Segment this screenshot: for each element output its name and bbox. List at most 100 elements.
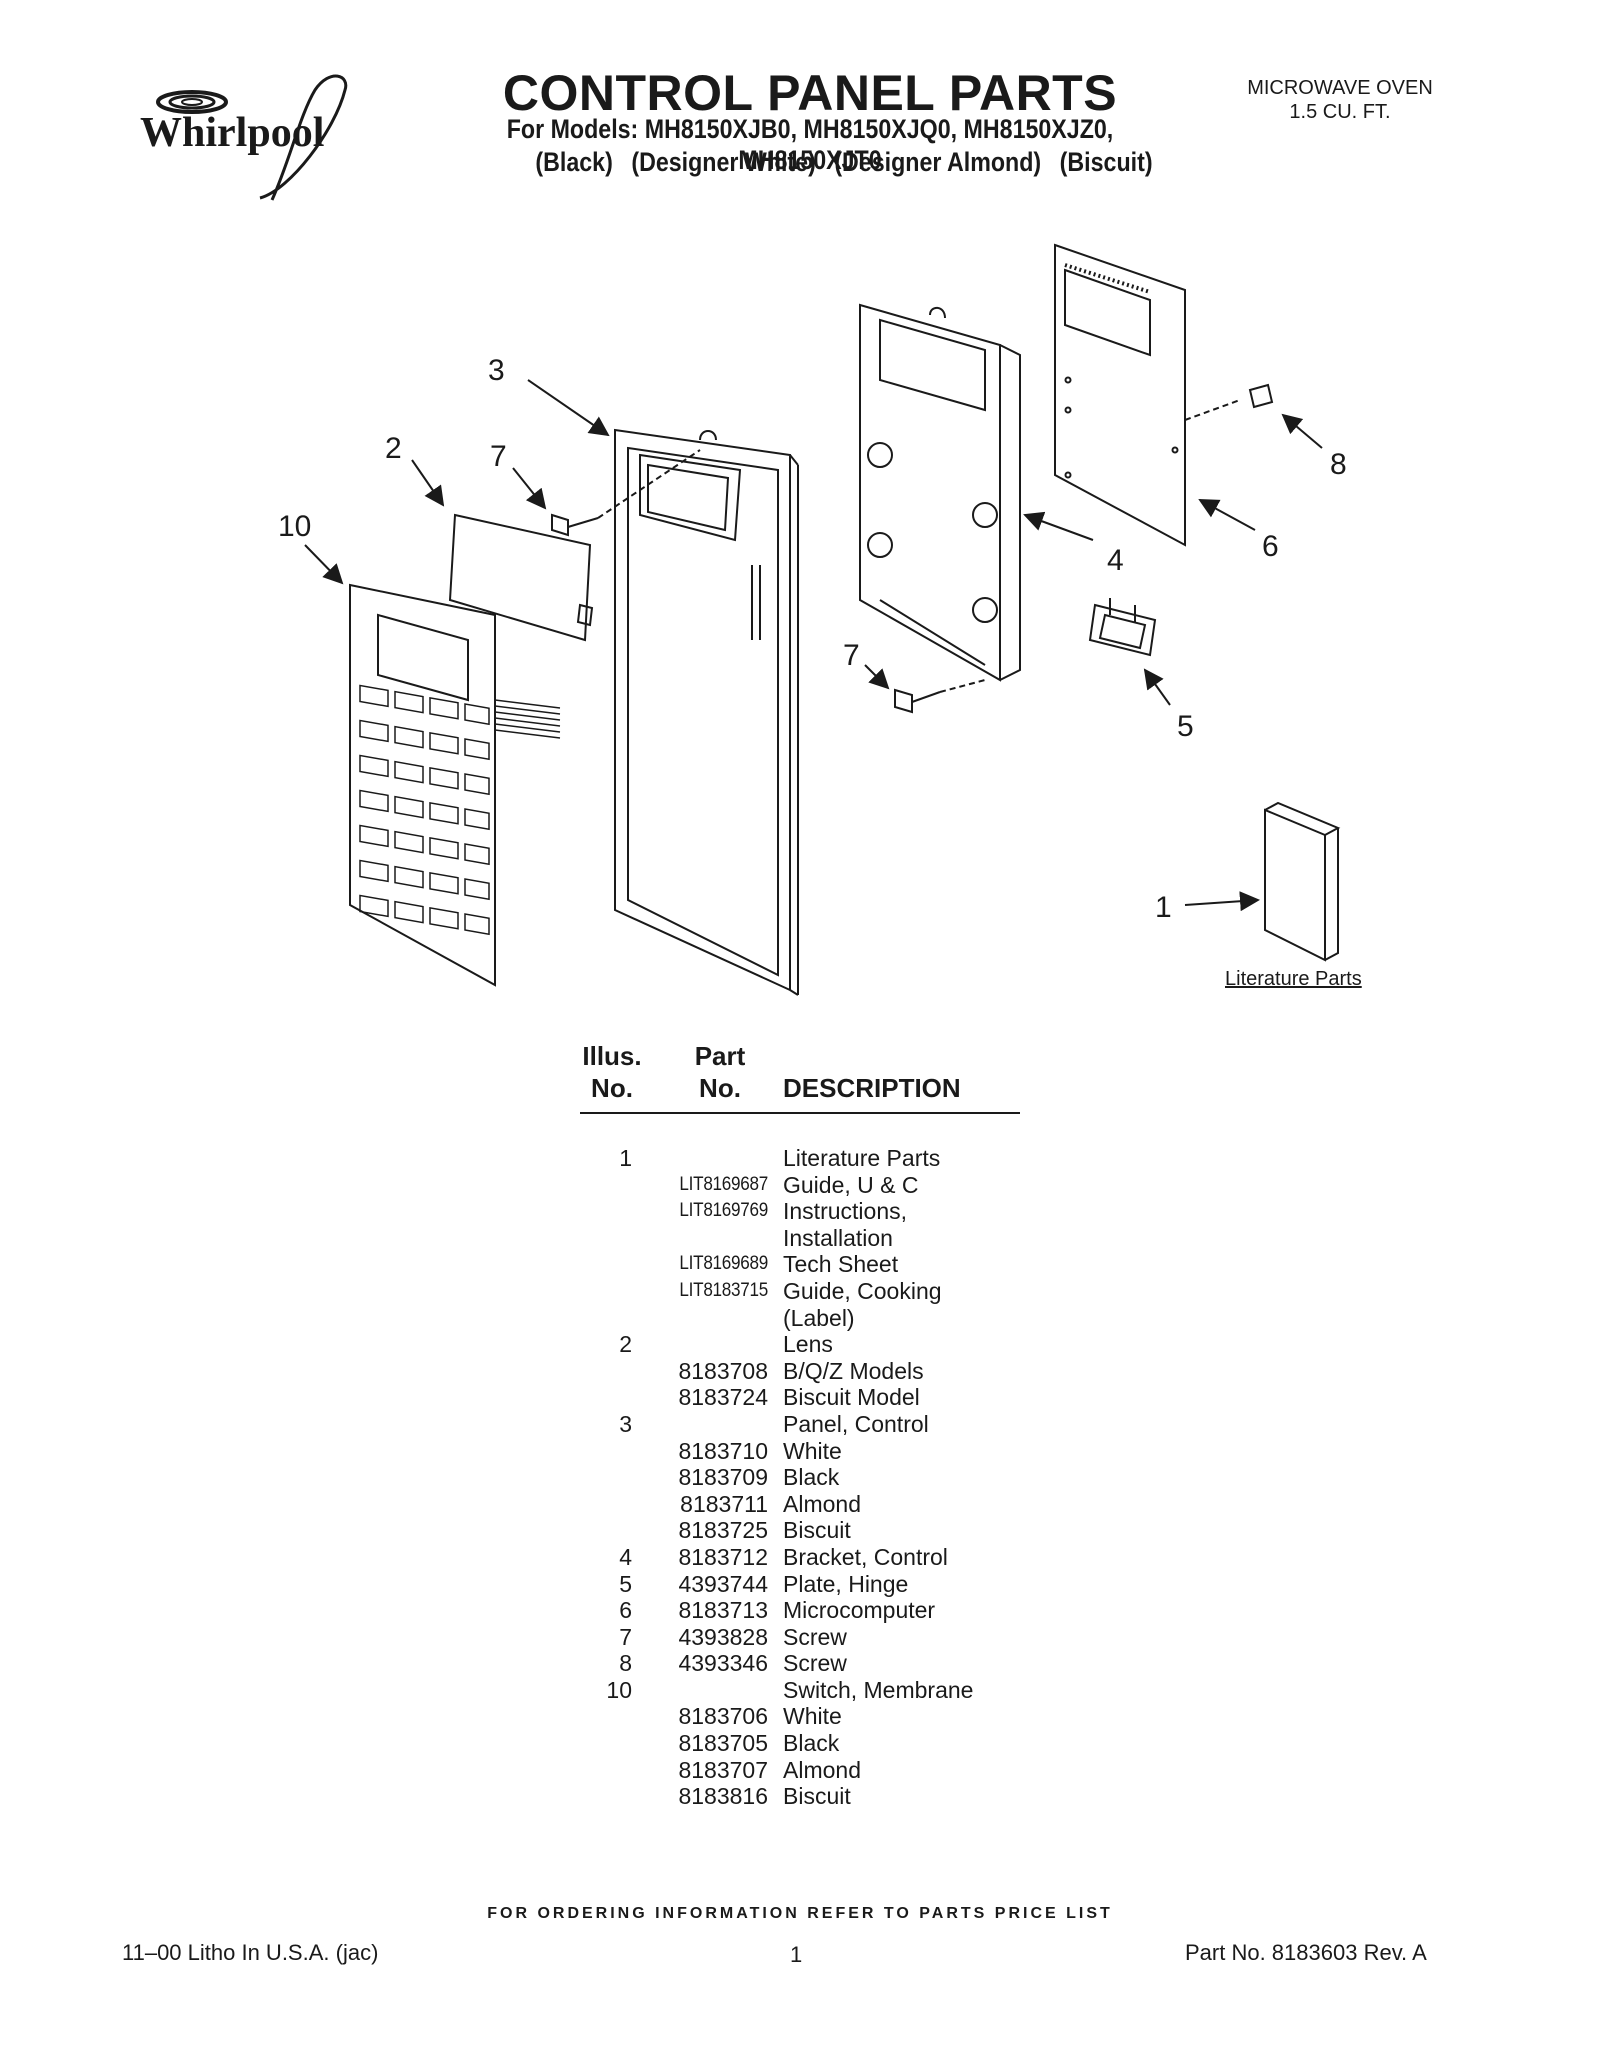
part-no-cell: LIT8183715 xyxy=(679,1279,768,1301)
description-cell: Guide, Cooking xyxy=(783,1277,942,1304)
illus-no-cell: 7 xyxy=(619,1623,632,1650)
table-row: Installation xyxy=(580,1225,1020,1252)
screw-lower-part xyxy=(894,679,986,714)
part-no-cell: 8183712 xyxy=(678,1543,768,1570)
part-no-cell: 8183725 xyxy=(678,1517,768,1544)
description-cell: Biscuit xyxy=(783,1517,851,1544)
callout-3: 3 xyxy=(488,354,505,387)
table-row: 8183816 Biscuit xyxy=(580,1783,1020,1810)
callout-10: 10 xyxy=(278,510,311,543)
product-type: MICROWAVE OVEN 1.5 CU. FT. xyxy=(1230,76,1450,124)
models-line: For Models: MH8150XJB0, MH8150XJQ0, MH81… xyxy=(506,114,1114,175)
table-row: 10 Switch, Membrane xyxy=(580,1677,1020,1704)
table-row: LIT8183715 Guide, Cooking xyxy=(580,1278,1020,1305)
description-cell: Biscuit Model xyxy=(783,1384,920,1411)
part-no-cell: 8183711 xyxy=(680,1490,768,1517)
callout-2: 2 xyxy=(385,432,402,465)
description-cell: Black xyxy=(783,1464,840,1491)
hinge-plate-part xyxy=(1088,598,1157,657)
description-cell: Bracket, Control xyxy=(783,1543,948,1570)
part-no-cell: 8183709 xyxy=(678,1464,768,1491)
part-no-cell: 8183705 xyxy=(678,1730,768,1757)
description-cell: Panel, Control xyxy=(783,1410,929,1437)
page-title: CONTROL PANEL PARTS xyxy=(502,65,1118,121)
table-row: 3 Panel, Control xyxy=(580,1411,1020,1438)
part-no-cell: LIT8169687 xyxy=(679,1173,768,1195)
table-row: 4 8183712 Bracket, Control xyxy=(580,1544,1020,1571)
part-no-cell: 8183724 xyxy=(678,1384,768,1411)
part-header-line2: No. xyxy=(699,1073,741,1103)
whirlpool-logo: Whirlpool xyxy=(140,74,348,201)
callout-4: 4 xyxy=(1107,544,1124,577)
description-cell: Installation xyxy=(783,1224,893,1251)
variant-biscuit: (Biscuit) xyxy=(1059,147,1153,177)
header-divider xyxy=(580,1112,1020,1114)
part-no-cell: 4393346 xyxy=(678,1650,768,1677)
table-row: LIT8169689 Tech Sheet xyxy=(580,1251,1020,1278)
part-no-cell: 8183707 xyxy=(678,1756,768,1783)
description-cell: B/Q/Z Models xyxy=(783,1357,924,1384)
part-header: Part No. xyxy=(680,1040,760,1104)
illus-no-cell: 1 xyxy=(619,1145,632,1171)
description-cell: Microcomputer xyxy=(783,1597,936,1624)
illus-no-cell: 10 xyxy=(606,1676,632,1703)
callout-6: 6 xyxy=(1262,530,1279,563)
callout-7-lower: 7 xyxy=(843,639,860,672)
product-capacity: 1.5 CU. FT. xyxy=(1289,101,1391,123)
description-cell: Plate, Hinge xyxy=(783,1570,909,1597)
table-row: LIT8169687 Guide, U & C xyxy=(580,1172,1020,1199)
control-bracket-part xyxy=(859,303,1021,682)
part-no-cell: 8183816 xyxy=(678,1783,768,1810)
lens-part xyxy=(448,513,594,642)
illus-no-cell: 3 xyxy=(619,1410,632,1437)
description-header: DESCRIPTION xyxy=(783,1073,961,1103)
ordering-note: FOR ORDERING INFORMATION REFER TO PARTS … xyxy=(487,1905,1113,1922)
description-cell: Guide, U & C xyxy=(783,1171,919,1198)
variant-white: (Designer White) xyxy=(631,147,816,177)
callout-1: 1 xyxy=(1155,891,1172,924)
description-cell: Switch, Membrane xyxy=(783,1676,974,1703)
illus-no-cell: 4 xyxy=(619,1543,632,1570)
callout-8: 8 xyxy=(1330,448,1347,481)
table-row: (Label) xyxy=(580,1305,1020,1332)
description-cell: (Label) xyxy=(783,1304,855,1331)
description-cell: Tech Sheet xyxy=(783,1251,899,1278)
description-cell: Screw xyxy=(783,1623,847,1650)
model-variants: (Black) (Designer White) (Designer Almon… xyxy=(497,147,1202,178)
svg-text:Whirlpool: Whirlpool xyxy=(140,110,324,156)
product-name: MICROWAVE OVEN xyxy=(1247,77,1433,99)
variant-almond: (Designer Almond) xyxy=(834,147,1042,177)
illus-no-cell: 8 xyxy=(619,1650,632,1677)
description-cell: Biscuit xyxy=(783,1783,851,1810)
literature-parts-caption: Literature Parts xyxy=(1225,968,1362,990)
illus-header-line1: Illus. xyxy=(582,1041,642,1071)
callout-5: 5 xyxy=(1177,710,1194,743)
screw-board-part xyxy=(1248,383,1274,409)
part-no-cell: LIT8169689 xyxy=(679,1253,768,1275)
illus-header-line2: No. xyxy=(591,1073,633,1103)
illus-no-cell: 6 xyxy=(619,1597,632,1624)
table-row: 8183706 White xyxy=(580,1703,1020,1730)
illus-no-cell: 2 xyxy=(619,1331,632,1358)
part-no-cell: LIT8169769 xyxy=(679,1200,768,1222)
microcomputer-part xyxy=(1054,243,1241,547)
table-row: 8183709 Black xyxy=(580,1464,1020,1491)
description-cell: White xyxy=(783,1703,842,1730)
part-no-cell: 8183706 xyxy=(678,1703,768,1730)
part-header-line1: Part xyxy=(694,1041,746,1071)
part-no-cell: 4393744 xyxy=(678,1570,768,1597)
literature-part xyxy=(1264,801,1341,962)
description-cell: White xyxy=(783,1437,842,1464)
